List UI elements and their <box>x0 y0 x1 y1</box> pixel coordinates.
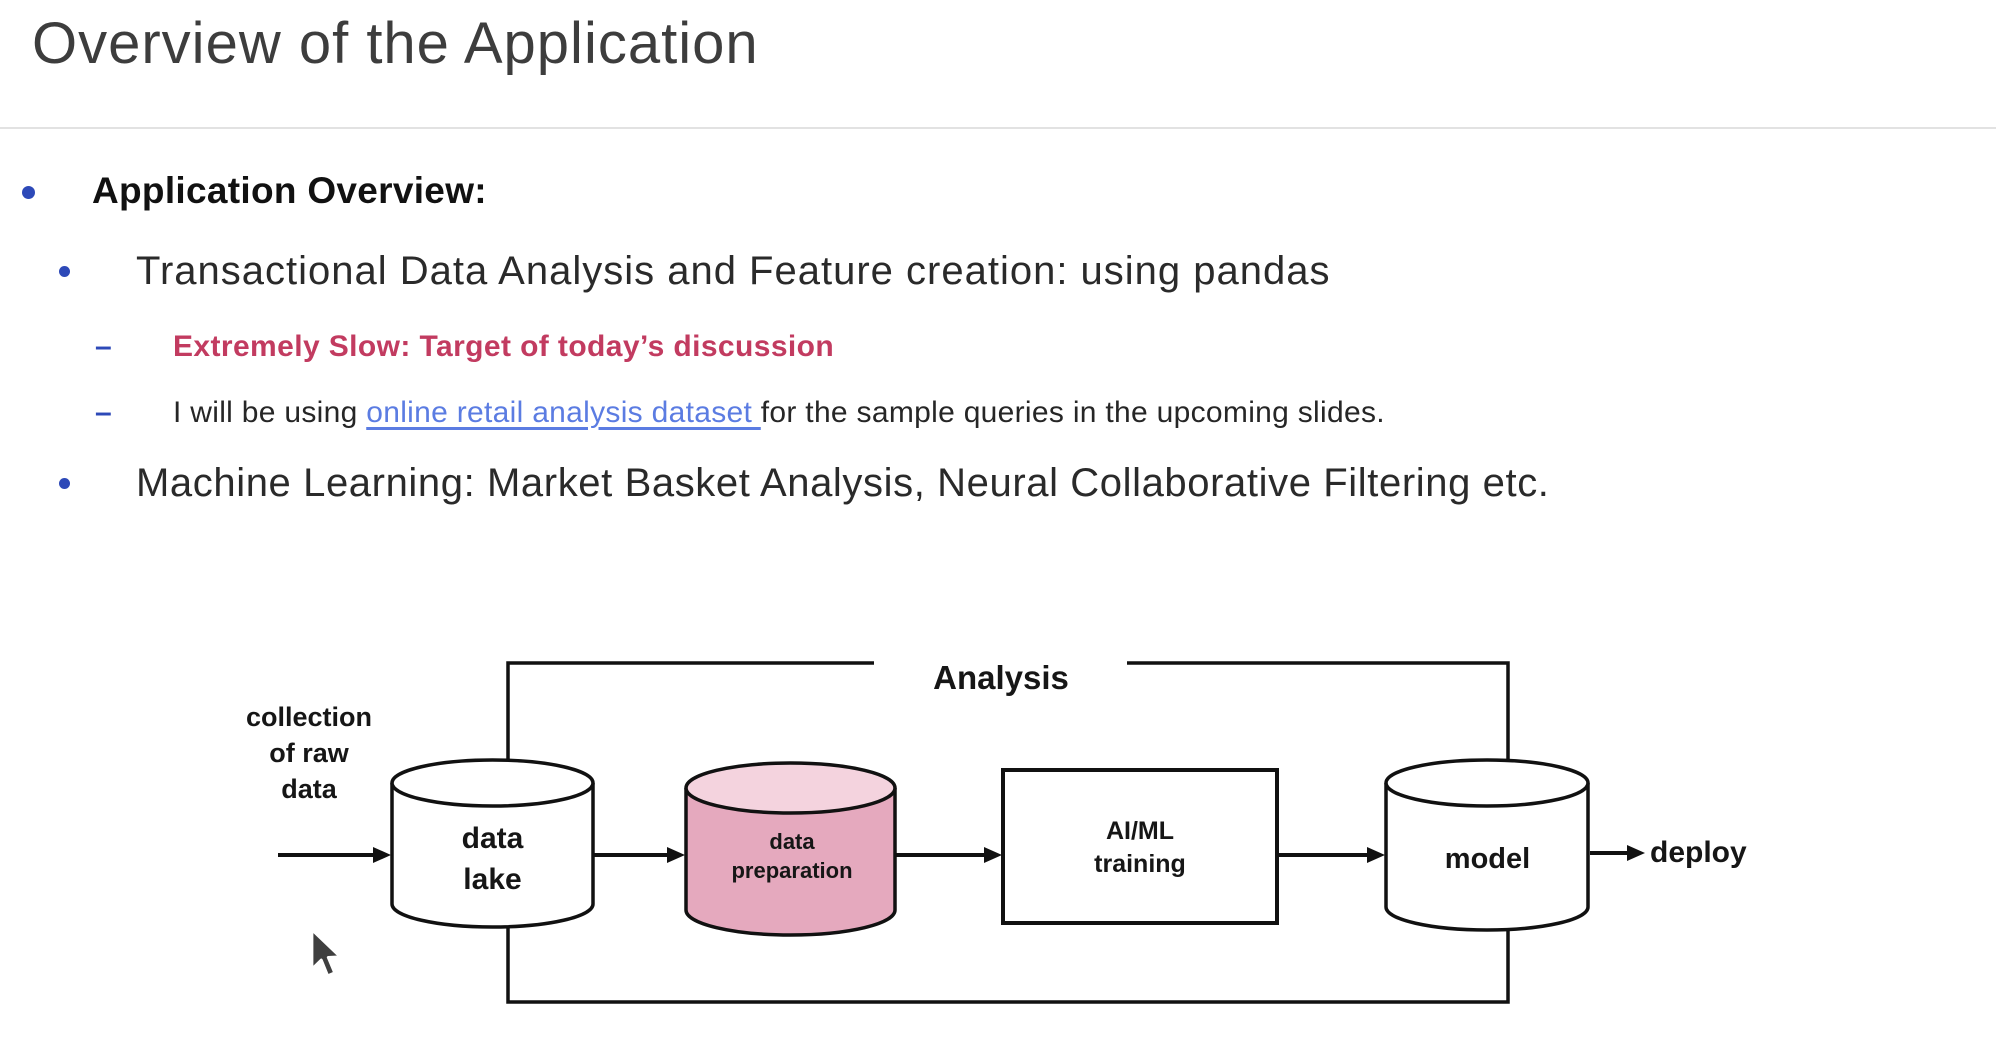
bullet-heading: Application Overview: <box>92 170 487 211</box>
analysis-bracket <box>506 661 1510 761</box>
bullet-transactional: Transactional Data Analysis and Feature … <box>136 249 1331 293</box>
model-cylinder <box>1384 758 1590 932</box>
bullet-machine-learning: Machine Learning: Market Basket Analysis… <box>136 461 1550 505</box>
dataset-line-post: for the sample queries in the upcoming s… <box>760 396 1385 429</box>
flow-arrows <box>278 845 1645 863</box>
pipeline-diagram <box>278 661 1645 1004</box>
title-divider <box>0 127 1996 129</box>
bullet-icon <box>59 266 70 277</box>
bullet-icon <box>59 478 70 489</box>
bullet-dataset-line: I will be using online retail analysis d… <box>173 396 1385 430</box>
model-label: model <box>1444 843 1531 875</box>
aiml-training-label: AI/ML training <box>1094 817 1186 878</box>
data-lake-cylinder <box>390 758 595 929</box>
data-lake-label: data lake <box>461 822 524 896</box>
data-preparation-cylinder <box>684 761 897 937</box>
bullet-icon <box>22 186 35 199</box>
dataset-line-pre: I will be using <box>173 396 367 429</box>
bottom-connector-line <box>506 926 1510 1004</box>
collection-of-raw-data-label: collection of raw data <box>245 702 373 804</box>
slide-title: Overview of the Application <box>32 11 759 76</box>
bullet-extremely-slow: Extremely Slow: Target of today’s discus… <box>173 330 835 363</box>
analysis-label: Analysis <box>933 659 1069 696</box>
deploy-label: deploy <box>1650 836 1747 869</box>
aiml-training-box <box>1001 768 1279 925</box>
dash-bullet-icon: – <box>95 396 112 429</box>
online-retail-dataset-link[interactable]: online retail analysis dataset <box>366 396 761 429</box>
data-preparation-label: data preparation <box>731 829 853 883</box>
dash-bullet-icon: – <box>95 330 112 363</box>
mouse-cursor-icon <box>310 928 342 978</box>
